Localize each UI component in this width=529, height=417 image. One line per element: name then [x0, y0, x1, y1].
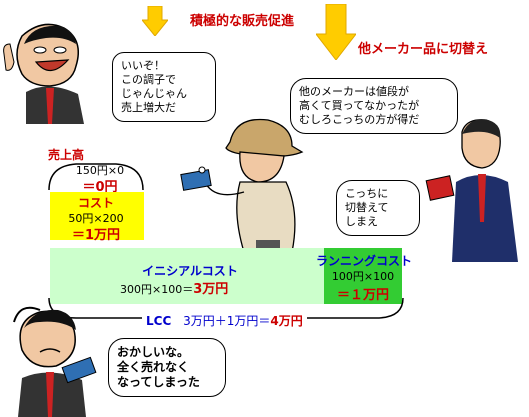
promo-title: 積極的な販売促進: [190, 14, 295, 29]
bubble-line: 全く売れなく: [117, 360, 190, 374]
lcc-result: 4万円: [270, 314, 303, 328]
sales-label: 売上高: [48, 148, 85, 162]
customer-figure: [205, 118, 304, 260]
bubble-line: しまえ: [345, 215, 378, 228]
sad-salesman-figure: [13, 306, 97, 417]
cost-label: コスト: [77, 196, 114, 210]
initial-cost-box: [50, 248, 324, 304]
cost-box: [50, 192, 144, 240]
rival-salesman-figure: [425, 119, 518, 262]
promo-arrow: [142, 6, 168, 36]
lcc-calc: 3万円＋1万円＝: [183, 314, 271, 328]
bubble-line: むしろこっちの方が得だ: [299, 113, 420, 126]
bubble-line: いいぞ！: [121, 59, 165, 72]
happy-salesman-figure: [3, 23, 84, 124]
bubble-line: 切替えて: [345, 201, 389, 214]
running-cost-result: ＝１万円: [336, 288, 389, 303]
bubble-line: なってしまった: [117, 375, 200, 389]
cost-calc: 50円×200: [68, 212, 124, 225]
switch-title: 他メーカー品に切替え: [358, 42, 489, 57]
bubble-line: じゃんじゃん: [121, 87, 187, 100]
cost-result: ＝1万円: [71, 228, 121, 243]
lcc-line: LCC 3万円＋1万円＝4万円: [142, 312, 307, 329]
bubble-line: おかしいな。: [117, 345, 190, 359]
rival-salesman-bubble: こっちに 切替えて しまえ: [336, 180, 420, 236]
switch-arrow: [316, 4, 356, 60]
initial-cost-line: 300円×100＝3万円: [120, 278, 228, 297]
sales-bracket: [48, 163, 144, 191]
initial-cost-calc: 300円×100＝: [120, 283, 194, 296]
bubble-line: こっちに: [345, 187, 389, 200]
sales-result: ＝0円: [82, 180, 118, 195]
bubble-line: 他のメーカーは値段が: [299, 85, 409, 98]
initial-cost-label: イニシアルコスト: [142, 264, 238, 278]
lcc-label: LCC: [146, 314, 172, 328]
running-cost-calc: 100円×100: [331, 270, 395, 283]
running-cost-box: [324, 248, 402, 304]
product-box-icon: [180, 166, 212, 191]
initial-cost-result: 3万円: [193, 282, 229, 297]
sad-salesman-bubble: おかしいな。 全く売れなく なってしまった: [108, 338, 226, 397]
sales-calc: 150円×0: [75, 164, 125, 177]
bubble-line: 売上増大だ: [121, 101, 176, 114]
happy-salesman-bubble: いいぞ！ この調子で じゃんじゃん 売上増大だ: [112, 52, 216, 122]
customer-bubble: 他のメーカーは値段が 高くて買ってなかったが むしろこっちの方が得だ: [290, 78, 458, 134]
running-cost-label: ランニングコスト: [315, 254, 412, 268]
bubble-line: この調子で: [121, 73, 176, 86]
bubble-line: 高くて買ってなかったが: [299, 99, 420, 112]
